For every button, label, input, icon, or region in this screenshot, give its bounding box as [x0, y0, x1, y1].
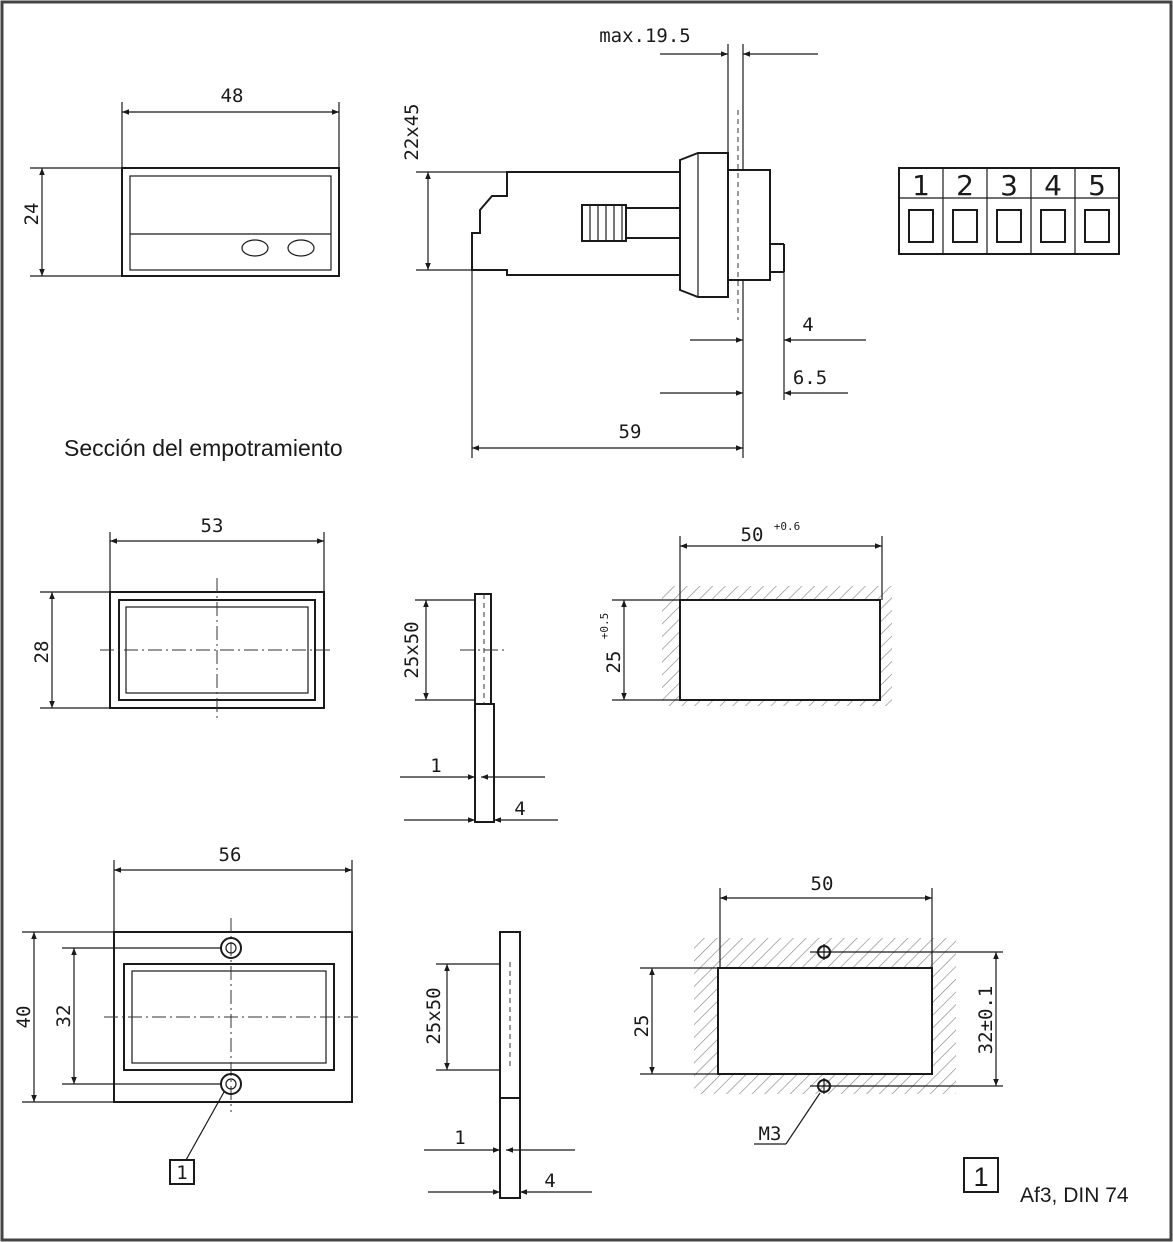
adapter-small-opening-label: 25x50 — [401, 621, 423, 678]
adapter-small-height-label: 28 — [31, 641, 53, 664]
cutout-large-height-label: 25 — [631, 1015, 653, 1038]
terminal-block: 1 2 3 4 5 — [898, 167, 1120, 255]
callout-number: 1 — [176, 1162, 187, 1184]
adapter-small-width-label: 53 — [201, 515, 224, 537]
thread-label: M3 — [759, 1123, 782, 1145]
cutout-small-height-tol: +0.5 — [598, 613, 611, 640]
terminal-2-label: 2 — [956, 169, 974, 202]
terminal-1-label: 1 — [912, 169, 930, 202]
adapter-large-thickness-label: 4 — [544, 1170, 555, 1192]
cutout-large-width-label: 50 — [811, 873, 834, 895]
side-bezel-depth-label: 6.5 — [793, 367, 827, 389]
adapter-large-height-label: 40 — [13, 1006, 35, 1029]
adapter-small-thickness-label: 4 — [514, 798, 525, 820]
cutout-small-width-tol: +0.6 — [774, 520, 801, 533]
terminal-5-label: 5 — [1088, 169, 1106, 202]
adapter-large-width-label: 56 — [219, 844, 242, 866]
terminal-slot-icon — [996, 209, 1022, 243]
side-total-depth-label: 59 — [619, 421, 642, 443]
side-max-depth-label: max.19.5 — [599, 25, 691, 47]
terminal-slot-icon — [1040, 209, 1066, 243]
cutout-small: 50 +0.6 25 +0.5 — [598, 520, 892, 706]
front-button-left-icon — [241, 239, 269, 257]
adapter-small-edge-label: 1 — [430, 755, 441, 777]
front-button-right-icon — [287, 239, 315, 257]
footnote-box — [963, 1157, 999, 1193]
adapter-large-opening-label: 25x50 — [423, 987, 445, 1044]
footnote-text: Af3, DIN 74 — [1020, 1184, 1129, 1207]
cutout-small-height-label: 25 — [603, 651, 625, 674]
front-height-label: 24 — [21, 203, 43, 226]
adapter-large-side: 25x50 1 4 — [423, 931, 592, 1199]
footnote: 1 Af3, DIN 74 — [963, 1157, 1129, 1207]
adapter-large-pitch-label: 32 — [53, 1005, 75, 1028]
terminal-3-label: 3 — [1000, 169, 1018, 202]
terminal-4-label: 4 — [1044, 169, 1062, 202]
callout-box — [169, 1159, 195, 1185]
side-panel-thickness-label: 4 — [802, 314, 813, 336]
footnote-number: 1 — [973, 1162, 988, 1192]
adapter-large-front: 56 40 32 1 — [13, 844, 362, 1185]
cutout-small-width-label: 50 — [741, 524, 764, 546]
terminal-slot-icon — [908, 209, 934, 243]
adapter-large-edge-label: 1 — [454, 1127, 465, 1149]
side-bezel-label: 22x45 — [401, 103, 423, 160]
terminal-slot-icon — [1084, 209, 1110, 243]
side-view: max.19.5 22x45 4 6.5 59 — [401, 25, 866, 458]
cutout-large-pitch-label: 32±0.1 — [975, 986, 997, 1055]
front-width-label: 48 — [221, 85, 244, 107]
section-caption: Sección del empotramiento — [64, 435, 343, 461]
adapter-small-side: 25x50 1 4 — [400, 593, 558, 823]
adapter-small-front: 53 28 — [31, 515, 334, 720]
front-view: 48 24 — [21, 85, 340, 277]
cutout-large: 50 25 32±0.1 M3 — [631, 873, 1003, 1145]
terminal-slot-icon — [952, 209, 978, 243]
